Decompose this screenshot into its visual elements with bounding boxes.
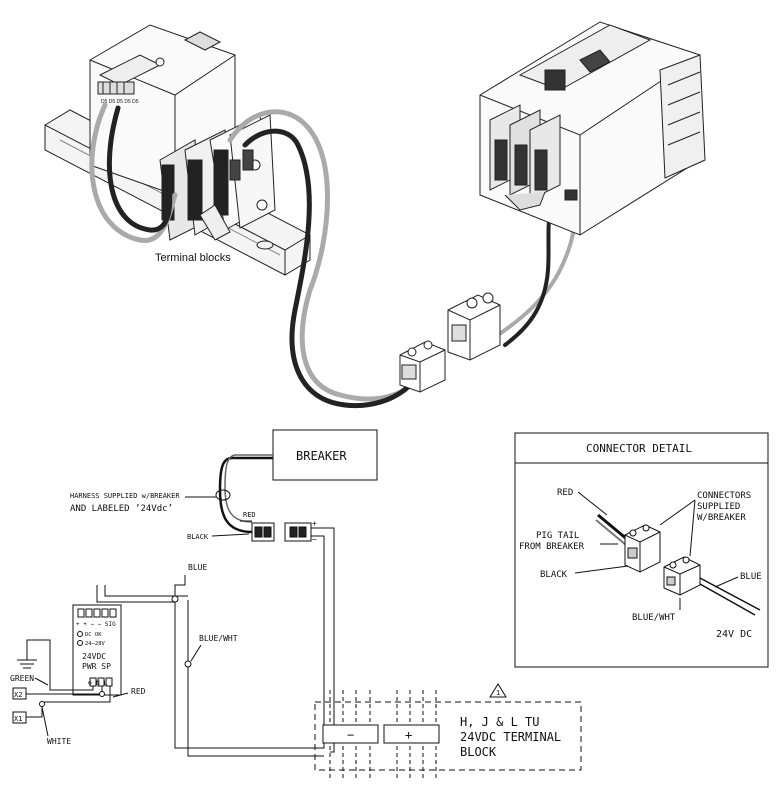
terminal-blocks-caption: Terminal blocks <box>155 252 231 264</box>
detail-pig-tail-1: PIG TAIL <box>536 531 579 541</box>
plug-minus: − <box>312 535 317 544</box>
terminal-x2: X2 <box>14 691 22 699</box>
detail-connectors-2: SUPPLIED <box>697 502 740 512</box>
wire-green-label: GREEN <box>10 674 34 683</box>
circuit-breaker-3d <box>479 21 706 236</box>
psu-name-1: 24VDC <box>82 652 106 661</box>
harness-note-2: AND LABELED ’24Vdc’ <box>70 504 173 514</box>
terminal-blocks <box>159 114 276 241</box>
detail-red-label: RED <box>557 488 573 498</box>
harness-label-marker <box>215 489 231 501</box>
harness-red-wire <box>224 454 273 523</box>
psu-terminals-bottom: ⊕ N L <box>88 679 108 687</box>
detail-voltage-label: 24V DC <box>716 629 752 640</box>
harness-wires <box>89 102 577 409</box>
psu-terminals-top: + + − − SIG <box>76 621 116 628</box>
block-plus: + <box>405 728 412 742</box>
block-title-1: H, J & L TU <box>460 715 539 729</box>
plug-plus: + <box>312 519 317 528</box>
wire-red-psu-label: RED <box>131 687 146 696</box>
revision-mark: 1 <box>496 689 500 697</box>
schematic-plug-right <box>284 522 312 542</box>
detail-black-label: BLACK <box>540 570 568 580</box>
svg-text:D5 D5 D5 D5 D5: D5 D5 D5 D5 D5 <box>101 99 139 105</box>
terminal-minus-bar <box>322 724 379 744</box>
harness-note-1: HARNESS SUPPLIED w/BREAKER <box>70 492 180 500</box>
detail-connectors-3: W/BREAKER <box>697 513 746 523</box>
wire-black-label: BLACK <box>187 533 209 541</box>
wire-blue-wht-label: BLUE/WHT <box>199 634 238 643</box>
schematic: BREAKER HARNESS SUPPLIED w/BREAKER AND L… <box>10 429 582 780</box>
detail-connector-left <box>624 524 661 573</box>
psu-name-2: PWR SP <box>82 662 111 671</box>
wire-blue <box>174 602 300 749</box>
wire-white-label: WHITE <box>47 737 71 746</box>
breaker-label: BREAKER <box>296 449 347 463</box>
block-title-3: BLOCK <box>460 745 497 759</box>
wire-green <box>26 639 94 691</box>
wire-minus-to-block <box>300 535 325 749</box>
wire-blue-label: BLUE <box>188 563 207 572</box>
connector-detail-panel: CONNECTOR DETAIL RED PIG TAIL <box>514 432 769 668</box>
terminal-block-outline <box>314 701 582 771</box>
power-supply-schematic <box>72 604 122 696</box>
terminal-plus-bar <box>383 724 440 744</box>
detail-pig-tail-2: FROM BREAKER <box>519 542 585 552</box>
revision-triangle-icon <box>489 683 507 698</box>
wire-red-label: RED <box>243 511 256 519</box>
block-title-2: 24VDC TERMINAL <box>460 730 561 744</box>
detail-connector-right <box>663 556 701 596</box>
connector-plugs <box>399 292 501 393</box>
wire-plus-to-block <box>311 527 335 753</box>
psu-range: 24−28V <box>85 641 106 647</box>
connector-detail-title: CONNECTOR DETAIL <box>586 442 692 455</box>
block-minus: − <box>347 728 354 742</box>
terminal-x1: X1 <box>14 715 22 723</box>
schematic-plug-left <box>251 522 275 542</box>
detail-blue-wht-label: BLUE/WHT <box>632 613 676 623</box>
detail-connectors-1: CONNECTORS <box>697 491 751 501</box>
illustration: D5 D5 D5 D5 D5 Terminal blocks <box>44 21 706 409</box>
psu-dc-ok: DC OK <box>85 632 102 638</box>
detail-blue-label: BLUE <box>740 572 762 582</box>
